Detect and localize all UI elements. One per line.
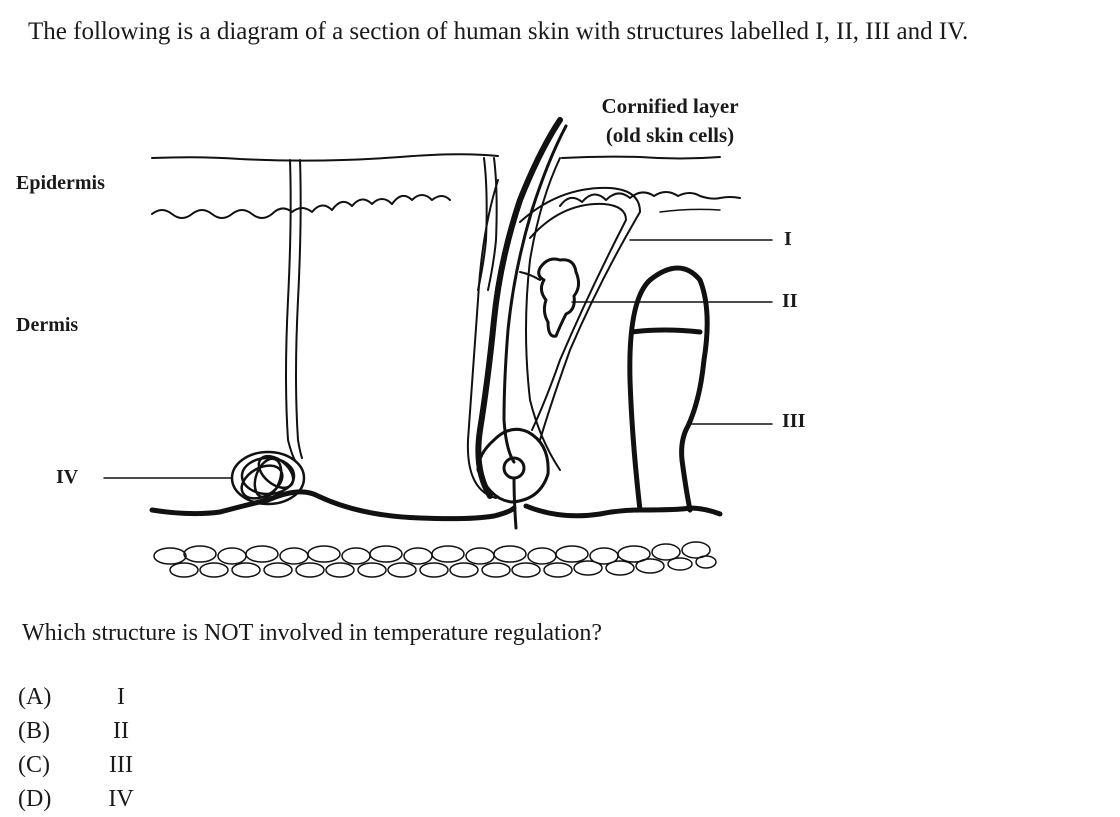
option-value: IV (108, 785, 134, 812)
skin-diagram (103, 117, 773, 578)
option-letter: (D) (18, 785, 52, 812)
capillary-left (477, 157, 488, 291)
option-letter: (C) (18, 751, 50, 778)
epidermis-dermis-boundary-right (559, 191, 741, 207)
hair-follicle-outer (466, 179, 499, 499)
surface-fine-line (659, 208, 721, 213)
option-value: I (117, 683, 125, 710)
label-III: III (782, 410, 806, 432)
option-d[interactable]: (D) IV (18, 782, 146, 816)
epidermis-dermis-boundary (151, 194, 451, 219)
sebaceous-duct (519, 271, 541, 281)
dermal-base-vessel-right (523, 503, 723, 519)
option-letter: (B) (18, 717, 50, 744)
label-I: I (784, 228, 792, 250)
label-cornified-line2: (old skin cells) (605, 123, 735, 147)
arrector-pili-inner (529, 202, 627, 431)
sebaceous-gland (537, 257, 581, 338)
label-epidermis: Epidermis (16, 172, 105, 194)
capillary-left-inner (487, 157, 498, 291)
option-letter: (A) (18, 683, 52, 710)
answer-options: (A) I (B) II (C) III (D) IV (18, 680, 146, 816)
question-text: Which structure is NOT involved in tempe… (22, 620, 603, 646)
option-c[interactable]: (C) III (18, 748, 146, 782)
vessel-crossbar (629, 327, 703, 335)
option-value: II (113, 717, 129, 744)
intro-text: The following is a diagram of a section … (28, 18, 969, 45)
papilla-stalk (512, 476, 518, 530)
arrector-pili-muscle (519, 186, 641, 441)
hair-shaft-outer (475, 117, 563, 499)
option-b[interactable]: (B) II (18, 714, 146, 748)
option-a[interactable]: (A) I (18, 680, 146, 714)
skin-surface (151, 153, 499, 162)
blood-vessel-loop (627, 265, 710, 513)
hair-shaft-inner (502, 124, 568, 464)
skin-surface-right (561, 155, 721, 160)
label-IV: IV (56, 466, 79, 488)
sweat-duct (285, 159, 297, 463)
sweat-duct-inner (295, 159, 303, 459)
fat-cells (153, 541, 717, 578)
option-value: III (109, 751, 133, 778)
hair-follicle-right (525, 157, 561, 471)
label-cornified-layer: Cornified layer (old skin cells) (560, 92, 780, 150)
label-cornified-line1: Cornified layer (601, 94, 739, 118)
sweat-gland-coil (230, 450, 306, 506)
label-II: II (782, 290, 798, 312)
dermal-base-vessel (149, 489, 517, 522)
label-dermis: Dermis (16, 314, 79, 336)
hair-bulb (476, 427, 550, 504)
